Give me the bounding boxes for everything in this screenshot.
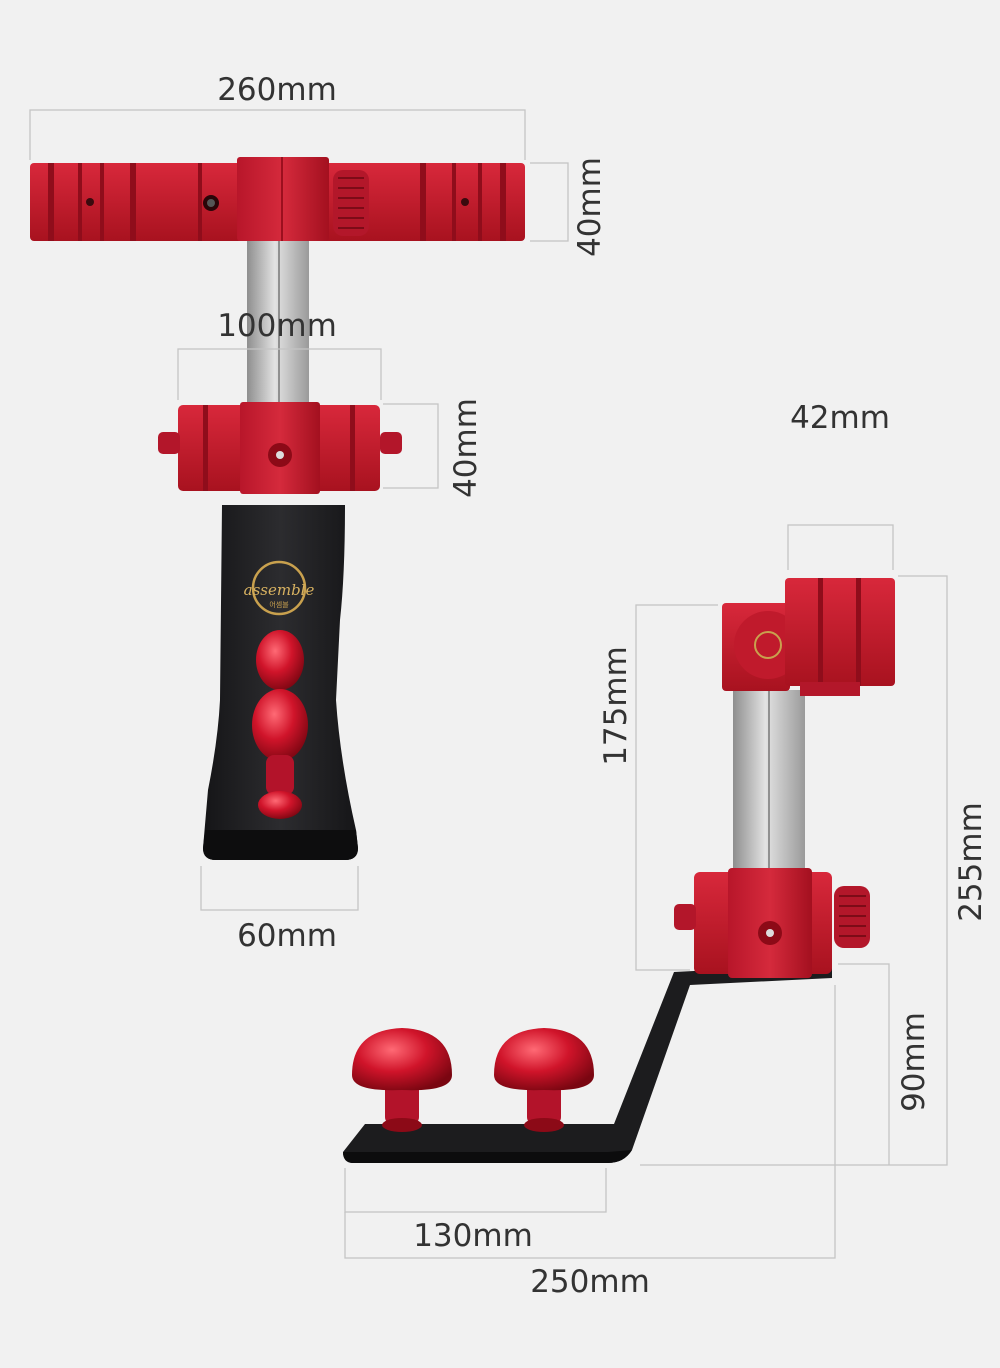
label-foot-length: 130mm bbox=[413, 1218, 533, 1254]
label-clamp-height: 40mm bbox=[448, 398, 484, 498]
front-view: assemble 어셈블 bbox=[30, 157, 525, 860]
label-base-height: 90mm bbox=[896, 1012, 932, 1112]
side-peg-right bbox=[494, 1028, 594, 1132]
front-top-knob bbox=[333, 170, 369, 236]
svg-text:assemble: assemble bbox=[244, 581, 315, 599]
front-red-pegs bbox=[252, 630, 308, 819]
front-steel-pole bbox=[247, 240, 309, 410]
brand-logo: assemble 어셈블 bbox=[244, 560, 315, 616]
side-black-base bbox=[343, 964, 832, 1163]
label-clamp-width: 100mm bbox=[217, 308, 337, 344]
label-total-length: 250mm bbox=[530, 1264, 650, 1300]
label-total-height: 255mm bbox=[953, 802, 989, 922]
dimension-lines bbox=[29, 109, 948, 1259]
side-lower-clamp bbox=[674, 868, 870, 978]
side-peg-left bbox=[352, 1028, 452, 1132]
label-pole-height: 175mm bbox=[598, 646, 634, 766]
side-view bbox=[343, 578, 895, 1163]
front-top-bar bbox=[30, 157, 525, 241]
label-base-width: 60mm bbox=[237, 918, 337, 954]
label-top-height: 40mm bbox=[572, 157, 608, 257]
label-head-depth: 42mm bbox=[790, 400, 890, 436]
front-clamp bbox=[158, 402, 402, 494]
side-head bbox=[722, 578, 895, 696]
label-top-width: 260mm bbox=[217, 72, 337, 108]
svg-text:어셈블: 어셈블 bbox=[269, 600, 289, 609]
